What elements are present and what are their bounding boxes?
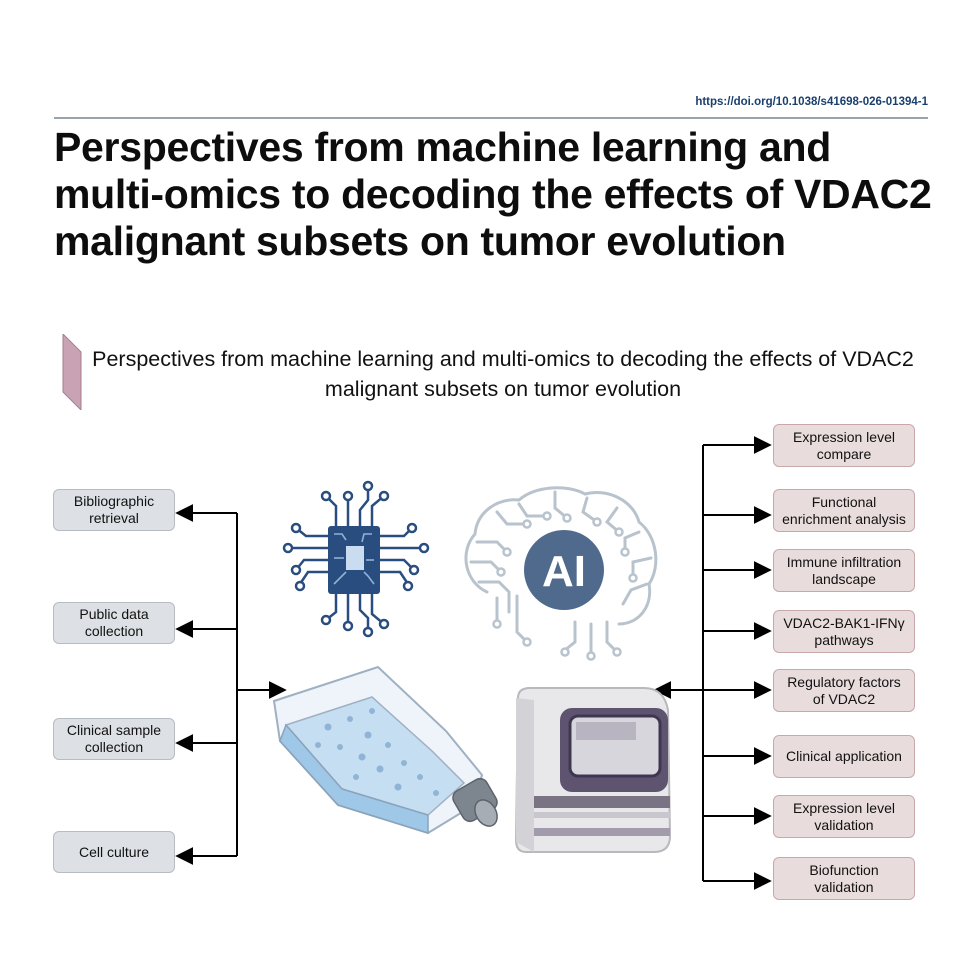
- chip-icon: [282, 480, 430, 638]
- graphical-abstract-title: Perspectives from machine learning and m…: [92, 347, 914, 401]
- vdac2-bak1-ifng-pathways-node: VDAC2-BAK1-IFNγ pathways: [773, 610, 915, 653]
- regulatory-factors-node: Regulatory factors of VDAC2: [773, 669, 915, 712]
- article-title: Perspectives from machine learning and m…: [54, 124, 932, 264]
- cell-culture-node: Cell culture: [53, 831, 175, 873]
- bibliographic-retrieval-node: Bibliographic retrieval: [53, 489, 175, 531]
- header-divider: [54, 117, 928, 119]
- expression-level-validation-node: Expression level validation: [773, 795, 915, 838]
- public-data-collection-node: Public data collection: [53, 602, 175, 644]
- clinical-sample-collection-node: Clinical sample collection: [53, 718, 175, 760]
- ai-brain-icon: AI: [464, 486, 658, 661]
- functional-enrichment-analysis-node: Functional enrichment analysis: [773, 489, 915, 532]
- cell-culture-flask-icon: [272, 665, 498, 835]
- expression-level-compare-node: Expression level compare: [773, 424, 915, 467]
- immune-infiltration-landscape-node: Immune infiltration landscape: [773, 549, 915, 592]
- doi-link[interactable]: https://doi.org/10.1038/s41698-026-01394…: [695, 96, 928, 108]
- sequencer-machine-icon: [514, 687, 672, 853]
- accent-marker: [62, 334, 82, 410]
- biofunction-validation-node: Biofunction validation: [773, 857, 915, 900]
- clinical-application-node: Clinical application: [773, 735, 915, 778]
- ai-label: AI: [542, 547, 586, 596]
